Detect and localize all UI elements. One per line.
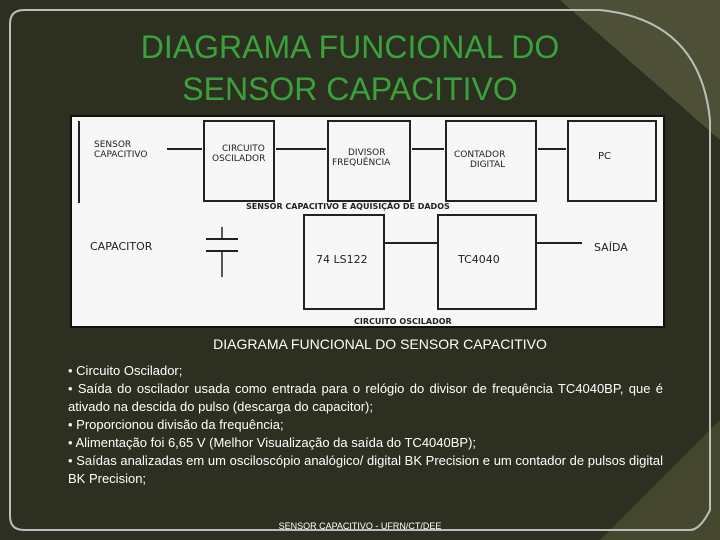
bottom-diagram-caption: CIRCUITO OSCILADOR — [354, 317, 452, 326]
capacitor-symbol — [206, 227, 238, 277]
chip-tc4040-label: TC4040 — [457, 253, 500, 266]
counter-label: CONTADOR DIGITAL — [454, 150, 508, 170]
slide-border — [9, 9, 711, 531]
divider-label: DIVISOR FREQUÊNCIA — [332, 148, 391, 168]
oscillator-box — [203, 120, 275, 202]
slide-title: DIAGRAMA FUNCIONAL DO SENSOR CAPACITIVO — [140, 29, 560, 107]
pc-label: PC — [598, 151, 611, 162]
block-diagram: SENSOR CAPACITIVO CIRCUITO OSCILADOR DIV… — [70, 115, 665, 328]
chip-tc4040-box — [437, 214, 537, 310]
bullet-list: • Circuito Oscilador; • Saída do oscilad… — [68, 362, 663, 488]
output-label: SAÍDA — [594, 241, 628, 254]
list-item: • Proporcionou divisão da frequência; — [68, 417, 284, 432]
chip-74ls122-box — [303, 214, 385, 310]
sensor-label: SENSOR CAPACITIVO — [94, 140, 147, 160]
sensor-left-line — [78, 121, 80, 203]
list-item: • Circuito Oscilador; — [68, 363, 183, 378]
chip-74ls122-label: 74 LS122 — [316, 253, 368, 266]
list-item: • Saída do oscilador usada como entrada … — [68, 381, 663, 414]
diagram-caption: DIAGRAMA FUNCIONAL DO SENSOR CAPACITIVO — [213, 336, 547, 352]
capacitor-label: CAPACITOR — [90, 240, 153, 253]
top-diagram-caption: SENSOR CAPACITIVO E AQUISIÇÃO DE DADOS — [246, 201, 450, 211]
list-item: • Saídas analizadas em um osciloscópio a… — [68, 453, 663, 486]
oscillator-label: CIRCUITO OSCILADOR — [212, 144, 268, 164]
pc-box — [567, 120, 657, 202]
counter-box — [445, 120, 537, 202]
slide-footer: SENSOR CAPACITIVO - UFRN/CT/DEE — [278, 521, 442, 531]
corner-shape-bottom — [600, 420, 720, 540]
divider-box — [327, 120, 411, 202]
list-item: • Alimentação foi 6,65 V (Melhor Visuali… — [68, 435, 477, 450]
corner-shape-top — [560, 0, 720, 140]
